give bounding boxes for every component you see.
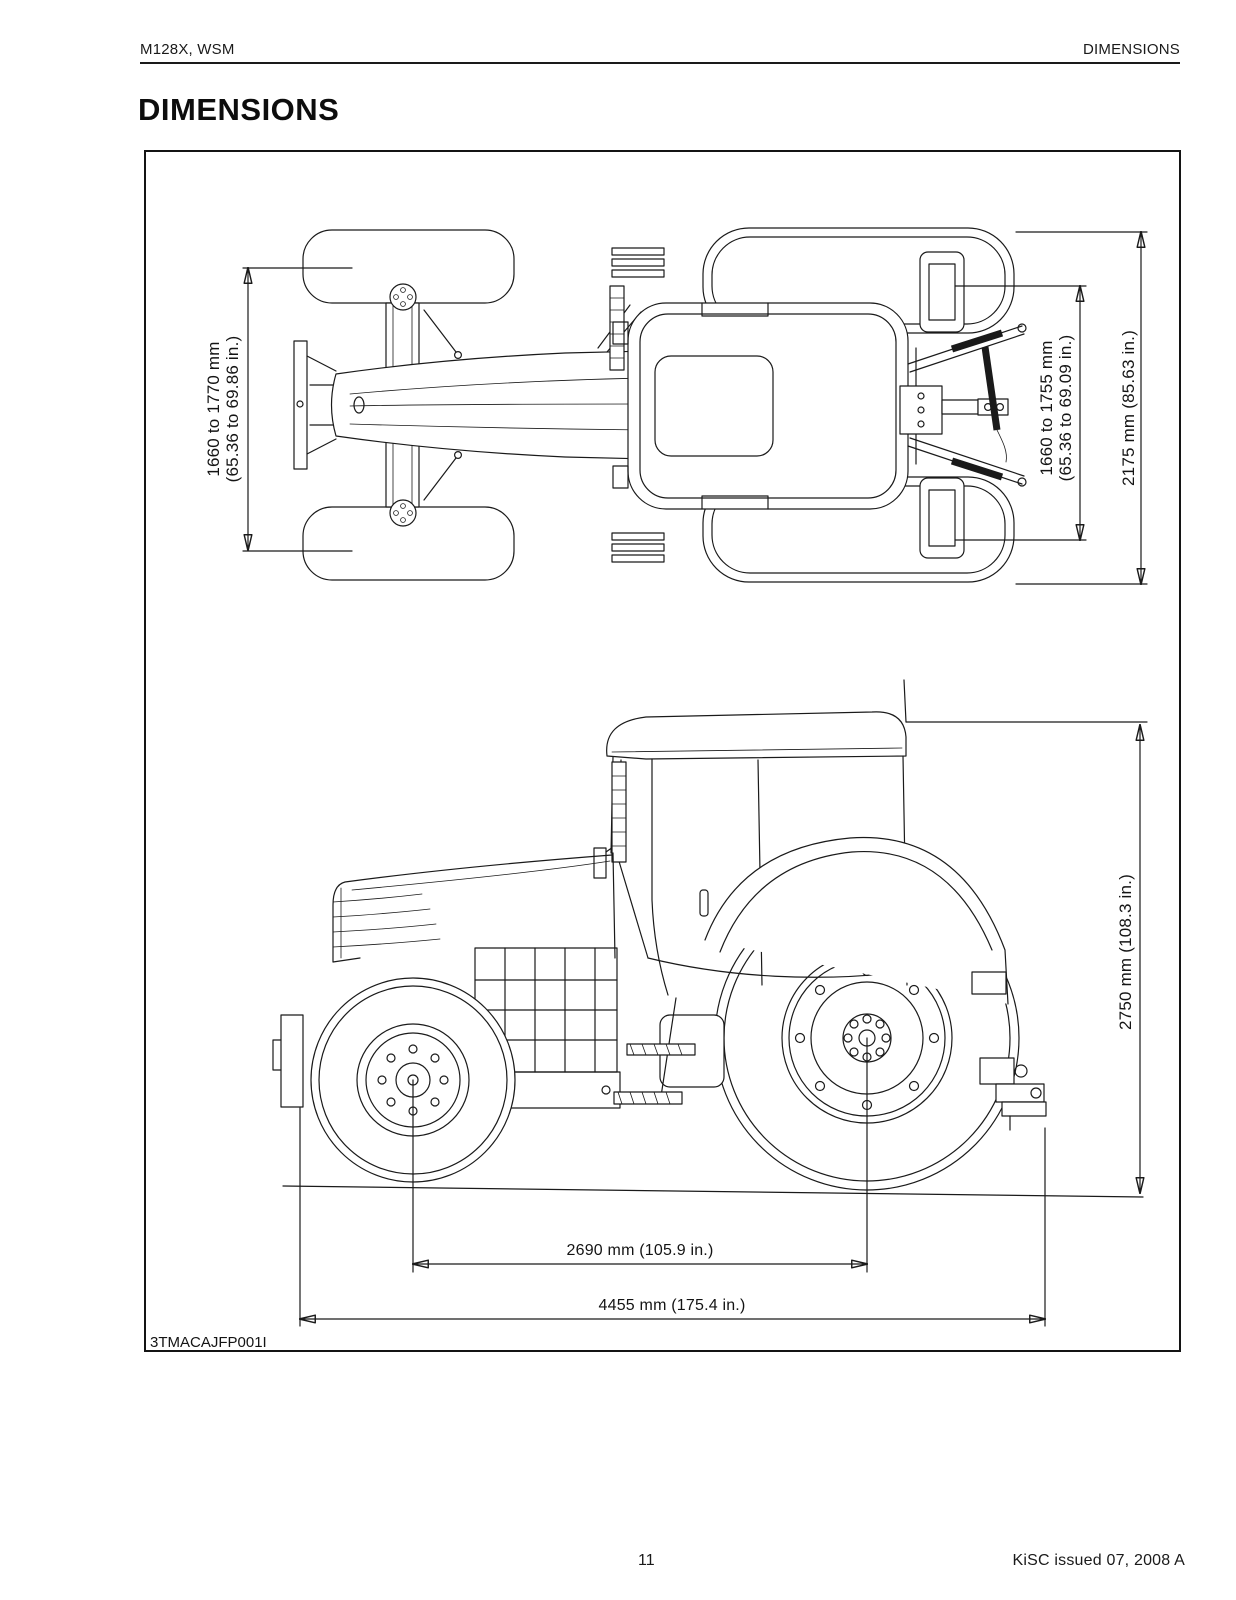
label-rear-tread-mm: 1660 to 1755 mm <box>1037 340 1056 475</box>
top-hitch <box>899 323 1027 487</box>
dim-wheelbase: 2690 mm (105.9 in.) <box>413 1037 867 1273</box>
dimension-annotations: 1660 to 1770 mm (65.36 to 69.86 in.) 166… <box>204 232 1148 1327</box>
label-front-tread-in: (65.36 to 69.86 in.) <box>223 336 242 483</box>
dim-overall-length: 4455 mm (175.4 in.) <box>300 1107 1045 1327</box>
figure-code: 3TMACAJFP001I <box>150 1334 267 1351</box>
side-cab-hood <box>332 679 908 996</box>
side-rear-fender <box>704 836 1009 1005</box>
side-tank-steps <box>613 997 725 1105</box>
top-taillight-boxes <box>919 251 965 559</box>
side-front-weight <box>272 1014 304 1108</box>
side-view-drawing <box>272 679 1144 1198</box>
dim-overall-width: 2175 mm (85.63 in.) <box>1015 232 1148 584</box>
label-overall-length: 4455 mm (175.4 in.) <box>599 1297 746 1314</box>
top-hood <box>330 304 649 460</box>
label-rear-tread-in: (65.36 to 69.09 in.) <box>1056 335 1075 482</box>
top-cab-roof <box>612 302 917 510</box>
dim-rear-tread: 1660 to 1755 mm (65.36 to 69.09 in.) <box>954 286 1087 540</box>
header-model: M128X, WSM <box>140 41 235 58</box>
ground-line <box>282 1185 1144 1198</box>
top-view-drawing <box>293 227 1027 583</box>
tractor-dimension-drawing: 1660 to 1770 mm (65.36 to 69.86 in.) 166… <box>150 227 1148 1351</box>
page-footer: 11 KiSC issued 07, 2008 A <box>140 1552 1185 1572</box>
page-title: DIMENSIONS <box>138 92 340 127</box>
label-overall-height: 2750 mm (108.3 in.) <box>1116 874 1135 1030</box>
dim-front-tread: 1660 to 1770 mm (65.36 to 69.86 in.) <box>204 268 353 552</box>
label-overall-width: 2175 mm (85.63 in.) <box>1119 330 1138 486</box>
top-muffler-steps <box>609 247 665 563</box>
side-drawbar-hitch <box>979 1057 1047 1131</box>
dimensions-figure: 1660 to 1770 mm (65.36 to 69.86 in.) 166… <box>144 150 1181 1352</box>
label-front-tread-mm: 1660 to 1770 mm <box>204 341 223 476</box>
top-front-tires <box>302 229 515 581</box>
dim-overall-height: 2750 mm (108.3 in.) <box>905 721 1148 1193</box>
page-number: 11 <box>638 1552 655 1569</box>
label-wheelbase: 2690 mm (105.9 in.) <box>567 1242 714 1259</box>
top-front-weight <box>293 340 337 470</box>
header-section: DIMENSIONS <box>1082 41 1180 58</box>
page-header: M128X, WSM DIMENSIONS <box>140 38 1180 64</box>
issue-note: KiSC issued 07, 2008 A <box>1012 1552 1185 1569</box>
